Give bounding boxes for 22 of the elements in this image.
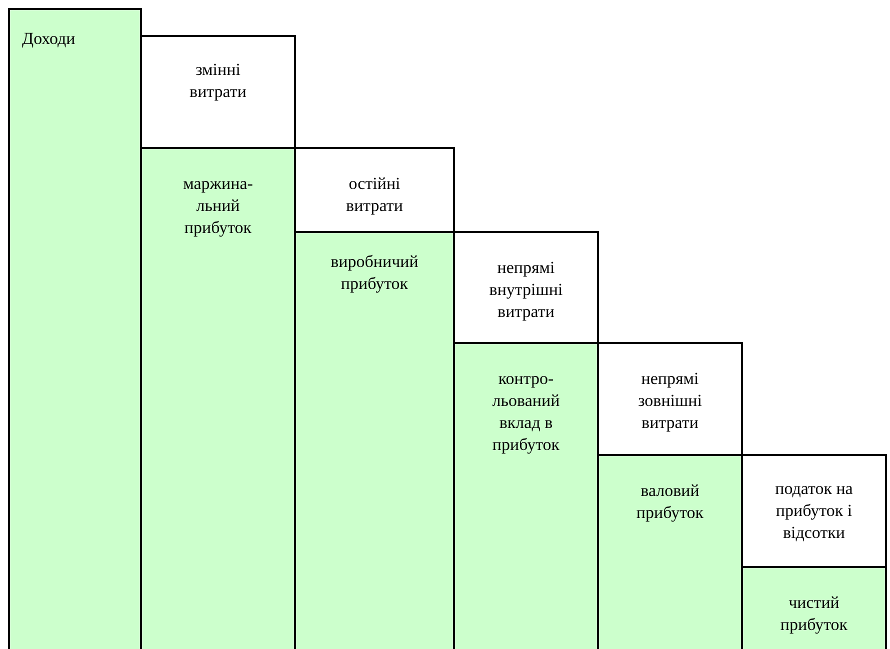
profit-column xyxy=(8,8,142,649)
box-label: Доходи xyxy=(22,28,76,50)
profit-column xyxy=(294,231,455,649)
box-label: валовий прибуток xyxy=(635,480,705,524)
box-label: непрямі зовнішні витрати xyxy=(637,368,703,434)
box-label: непрямі внутрішні витрати xyxy=(488,257,564,323)
profit-column xyxy=(140,147,296,649)
cost-box xyxy=(453,231,599,344)
cost-box xyxy=(597,342,743,456)
profit-column xyxy=(453,342,599,649)
box-label: контро- льований вклад в прибуток xyxy=(491,368,561,456)
box-label: податок на прибуток і відсотки xyxy=(774,478,854,544)
cost-box xyxy=(741,454,887,568)
cost-box xyxy=(140,35,296,149)
box-label: чистий прибуток xyxy=(779,592,849,636)
profit-column xyxy=(597,454,743,649)
box-label: змінні витрати xyxy=(188,59,248,103)
box-label: маржина- льний прибуток xyxy=(182,173,254,239)
profit-column xyxy=(741,566,887,649)
cost-box xyxy=(294,147,455,233)
box-label: виробничий прибуток xyxy=(330,251,420,295)
box-label: остійні витрати xyxy=(345,173,404,217)
